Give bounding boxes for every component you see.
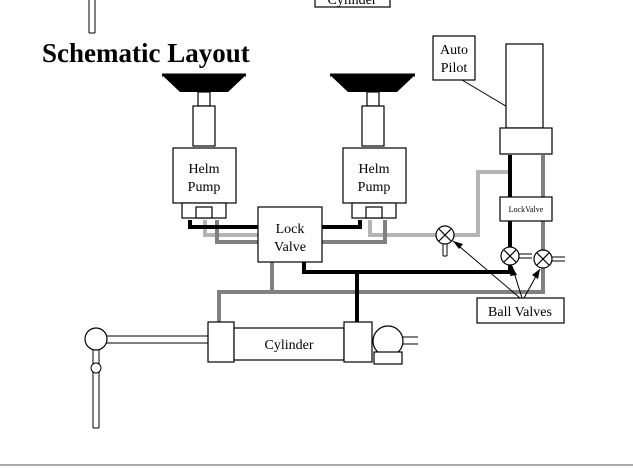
ball-valve-right [533,249,565,269]
helm-pump-left-box [172,147,237,204]
auto-pilot-label-1: Auto [440,43,468,58]
top-cut-cylinder: Cylinder [88,0,391,34]
ball-valve-middle [500,246,532,266]
auto-pilot-label-2: Pilot [441,61,468,76]
helm-left: Helm Pump [162,73,246,219]
helm-pump-right-box [342,147,407,204]
lock-valve-small-label: LockValve [509,205,544,214]
helm-pump-right-label-2: Pump [358,180,391,195]
schematic-title: Schematic Layout [42,38,250,68]
ball-valve-left [435,225,455,257]
cylinder-assembly: Cylinder [84,321,418,429]
lock-valve-label-2: Valve [274,240,306,255]
lock-valve-small: LockValve [499,196,553,222]
ball-valves-label: Ball Valves [488,305,552,320]
cylinder-label: Cylinder [265,338,314,353]
helm-pump-left-label-2: Pump [188,180,221,195]
ball-valves-callout: Ball Valves [452,240,565,324]
auto-pilot: Auto Pilot [432,35,553,155]
helm-pump-left-label-1: Helm [188,162,219,177]
lock-valve-main: Lock Valve [257,206,323,263]
helm-right: Helm Pump [330,73,415,219]
top-cut-label: Cylinder [328,0,377,8]
helm-pump-right-label-1: Helm [358,162,389,177]
lock-valve-label-1: Lock [276,222,305,237]
